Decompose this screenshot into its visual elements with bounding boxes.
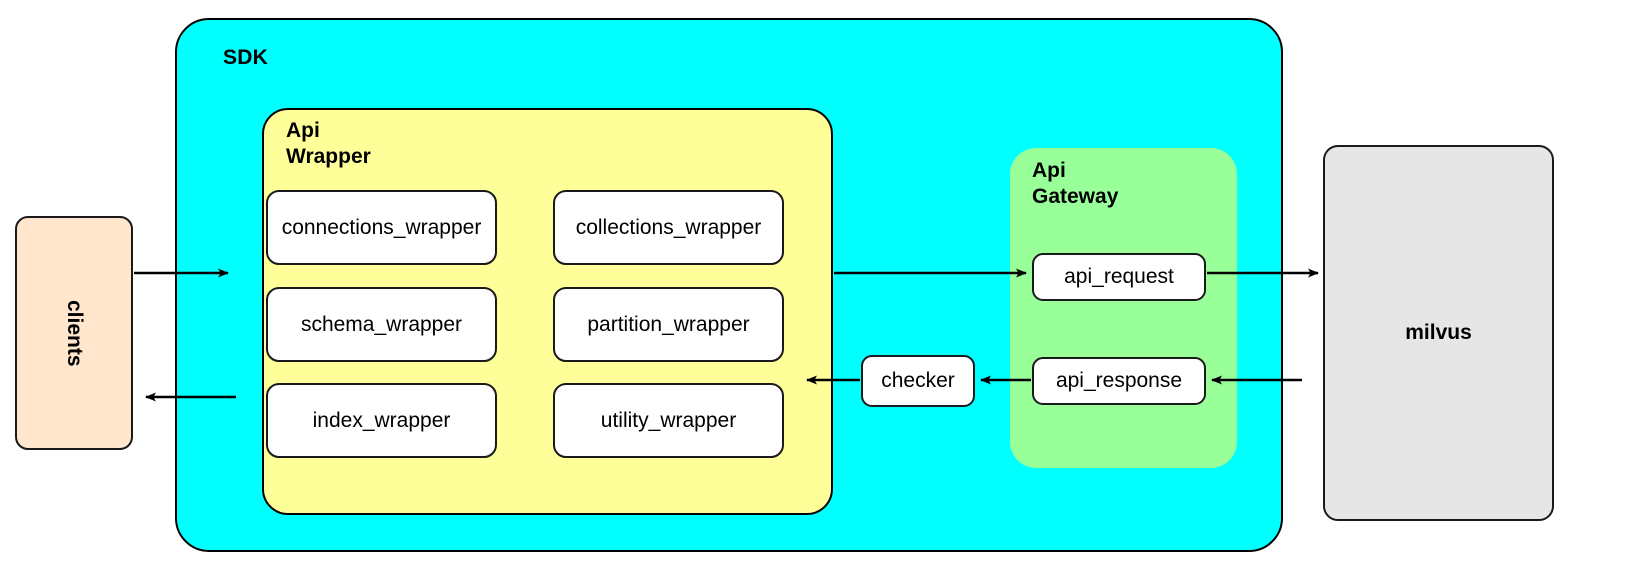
wrapper-box-label: utility_wrapper — [600, 408, 737, 432]
checker-node[interactable]: checker — [861, 355, 975, 407]
clients-node[interactable]: clients — [15, 216, 133, 450]
wrapper-box-schema[interactable]: schema_wrapper — [266, 287, 497, 362]
wrapper-box-partition[interactable]: partition_wrapper — [553, 287, 784, 362]
api-wrapper-title: Api Wrapper — [286, 119, 371, 169]
api-request-node[interactable]: api_request — [1032, 253, 1206, 301]
api-request-label: api_request — [1064, 265, 1174, 288]
api-response-label: api_response — [1055, 369, 1183, 392]
wrapper-box-label: connections_wrapper — [281, 215, 482, 239]
wrapper-box-index[interactable]: index_wrapper — [266, 383, 497, 458]
api-response-node[interactable]: api_response — [1032, 357, 1206, 405]
wrapper-box-label: partition_wrapper — [587, 312, 750, 336]
sdk-title: SDK — [223, 46, 268, 69]
wrapper-box-utility[interactable]: utility_wrapper — [553, 383, 784, 458]
api-gateway-title: Api Gateway — [1032, 159, 1119, 209]
wrapper-box-connections[interactable]: connections_wrapper — [266, 190, 497, 265]
api-gateway-container[interactable]: Api Gateway — [1010, 148, 1237, 468]
wrapper-box-collections[interactable]: collections_wrapper — [553, 190, 784, 265]
clients-label: clients — [63, 299, 86, 367]
wrapper-box-label: schema_wrapper — [300, 312, 463, 336]
checker-label: checker — [881, 369, 955, 392]
wrapper-box-label: collections_wrapper — [575, 215, 762, 239]
milvus-label: milvus — [1405, 321, 1472, 344]
milvus-node[interactable]: milvus — [1323, 145, 1554, 521]
wrapper-box-label: index_wrapper — [312, 408, 451, 432]
